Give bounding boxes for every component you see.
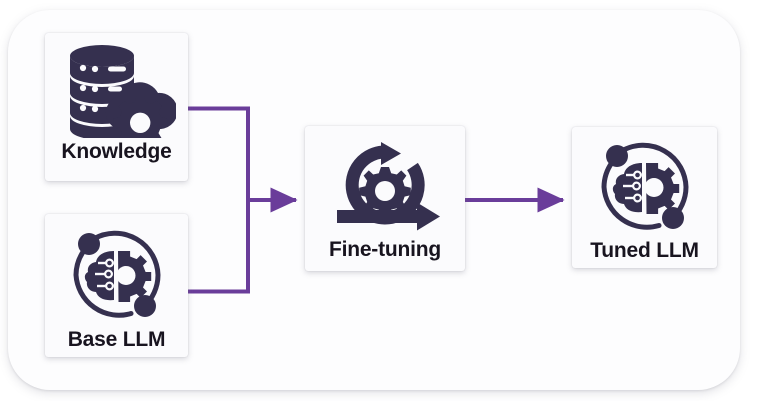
node-tuned-llm-label: Tuned LLM	[590, 239, 699, 262]
iteration-loop-gear-arrow-icon	[305, 140, 465, 232]
database-stack-cloud-gear-icon	[45, 43, 188, 138]
brain-gear-orbit-icon	[45, 225, 188, 325]
node-base-llm[interactable]: Base LLM	[45, 214, 188, 357]
node-tuned-llm[interactable]: Tuned LLM	[572, 127, 717, 268]
node-knowledge-label: Knowledge	[61, 140, 172, 163]
node-knowledge[interactable]: Knowledge	[45, 33, 188, 181]
brain-gear-orbit-icon	[572, 137, 717, 237]
node-fine-tuning-label: Fine-tuning	[328, 238, 442, 261]
node-base-llm-label: Base LLM	[67, 328, 166, 351]
node-fine-tuning[interactable]: Fine-tuning	[305, 126, 465, 271]
